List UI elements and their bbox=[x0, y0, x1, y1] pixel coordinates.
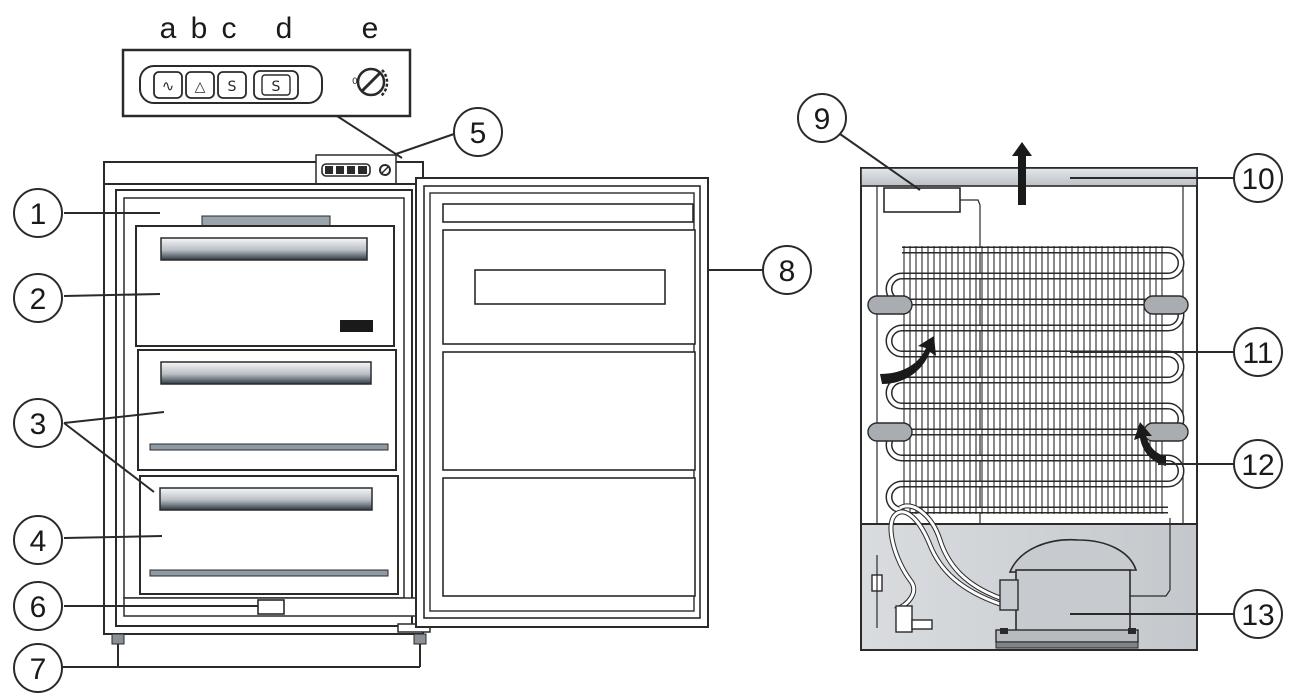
callout-8: 8 bbox=[708, 245, 812, 295]
foot-left bbox=[111, 633, 125, 645]
airflow-arrow-right-icon bbox=[1134, 422, 1166, 466]
callout-3-label: 3 bbox=[30, 408, 47, 441]
drawer-1-label bbox=[340, 320, 373, 332]
door-panel-3 bbox=[442, 477, 696, 597]
callout-13: 13 bbox=[1070, 589, 1283, 639]
thermostat-dial-icon[interactable]: 0 bbox=[352, 67, 389, 97]
drawer-2-bottom-rail bbox=[149, 443, 389, 451]
callout-7-label: 7 bbox=[30, 653, 47, 686]
compressor bbox=[995, 518, 1171, 649]
button-a-symbol: ∿ bbox=[162, 77, 175, 95]
freezer-door bbox=[415, 177, 709, 628]
mini-button bbox=[358, 166, 367, 174]
button-c-symbol: S bbox=[228, 79, 237, 95]
drawer-2-handle[interactable] bbox=[160, 361, 372, 385]
power-cable bbox=[871, 503, 1001, 633]
button-c[interactable] bbox=[217, 71, 247, 99]
door-panel-1-label bbox=[474, 269, 666, 305]
callout-9: 9 bbox=[797, 93, 921, 191]
callout-12-label: 12 bbox=[1241, 449, 1274, 482]
letter-a: a bbox=[160, 12, 177, 45]
control-panel: a b c d e ∿ △ S S 0 bbox=[121, 12, 412, 159]
button-b[interactable] bbox=[185, 71, 215, 99]
callout-5-label: 5 bbox=[470, 117, 487, 150]
callout-2-label: 2 bbox=[30, 283, 47, 316]
mini-button bbox=[336, 166, 344, 174]
drawer-1-handle[interactable] bbox=[160, 237, 368, 261]
letter-b: b bbox=[191, 12, 208, 45]
airflow-arrow-left-icon bbox=[880, 336, 936, 384]
callout-4: 4 bbox=[13, 515, 163, 565]
callout-10: 10 bbox=[1070, 153, 1283, 203]
button-a[interactable] bbox=[153, 71, 183, 99]
mini-button bbox=[325, 166, 333, 174]
callout-11: 11 bbox=[1070, 327, 1283, 377]
letter-c: c bbox=[222, 12, 237, 45]
callout-2: 2 bbox=[13, 273, 161, 323]
drain-plug bbox=[257, 599, 285, 615]
freezer-front-view bbox=[103, 154, 431, 645]
mini-button bbox=[347, 166, 355, 174]
callout-10-label: 10 bbox=[1241, 163, 1274, 196]
callout-13-label: 13 bbox=[1241, 599, 1274, 632]
callout-6: 6 bbox=[13, 581, 258, 631]
svg-text:0: 0 bbox=[352, 77, 358, 87]
door-panel-2 bbox=[442, 351, 696, 471]
callout-12: 12 bbox=[1158, 439, 1283, 489]
callout-4-label: 4 bbox=[30, 525, 47, 558]
button-d-symbol: S bbox=[272, 79, 281, 95]
coil-bracket bbox=[1143, 295, 1189, 315]
air-outflow-arrow-icon bbox=[1012, 142, 1032, 205]
panel-leader-line bbox=[336, 115, 403, 159]
door-top-shelf bbox=[442, 203, 694, 223]
letter-d: d bbox=[276, 12, 293, 45]
button-b-symbol: △ bbox=[195, 79, 206, 95]
callout-5: 5 bbox=[395, 107, 503, 157]
button-d-inner bbox=[261, 74, 291, 96]
callout-3: 3 bbox=[13, 398, 165, 493]
coil-bracket bbox=[1143, 422, 1189, 442]
coil-bracket bbox=[867, 295, 913, 315]
callout-8-label: 8 bbox=[779, 255, 796, 288]
callout-11-label: 11 bbox=[1242, 337, 1273, 370]
freezer-rear-view bbox=[860, 142, 1198, 651]
callout-1-label: 1 bbox=[30, 198, 47, 231]
callout-9-label: 9 bbox=[814, 103, 831, 136]
callout-1: 1 bbox=[13, 188, 160, 238]
callout-7: 7 bbox=[13, 643, 421, 693]
letter-e: e bbox=[362, 12, 379, 45]
capillary-tube bbox=[960, 199, 981, 545]
callout-6-label: 6 bbox=[30, 591, 47, 624]
drawer-3-handle[interactable] bbox=[159, 487, 373, 511]
thermostat-box bbox=[883, 187, 961, 213]
drawer-3-bottom-rail bbox=[149, 569, 389, 577]
foot-right bbox=[413, 633, 427, 645]
coil-bracket bbox=[867, 422, 913, 442]
